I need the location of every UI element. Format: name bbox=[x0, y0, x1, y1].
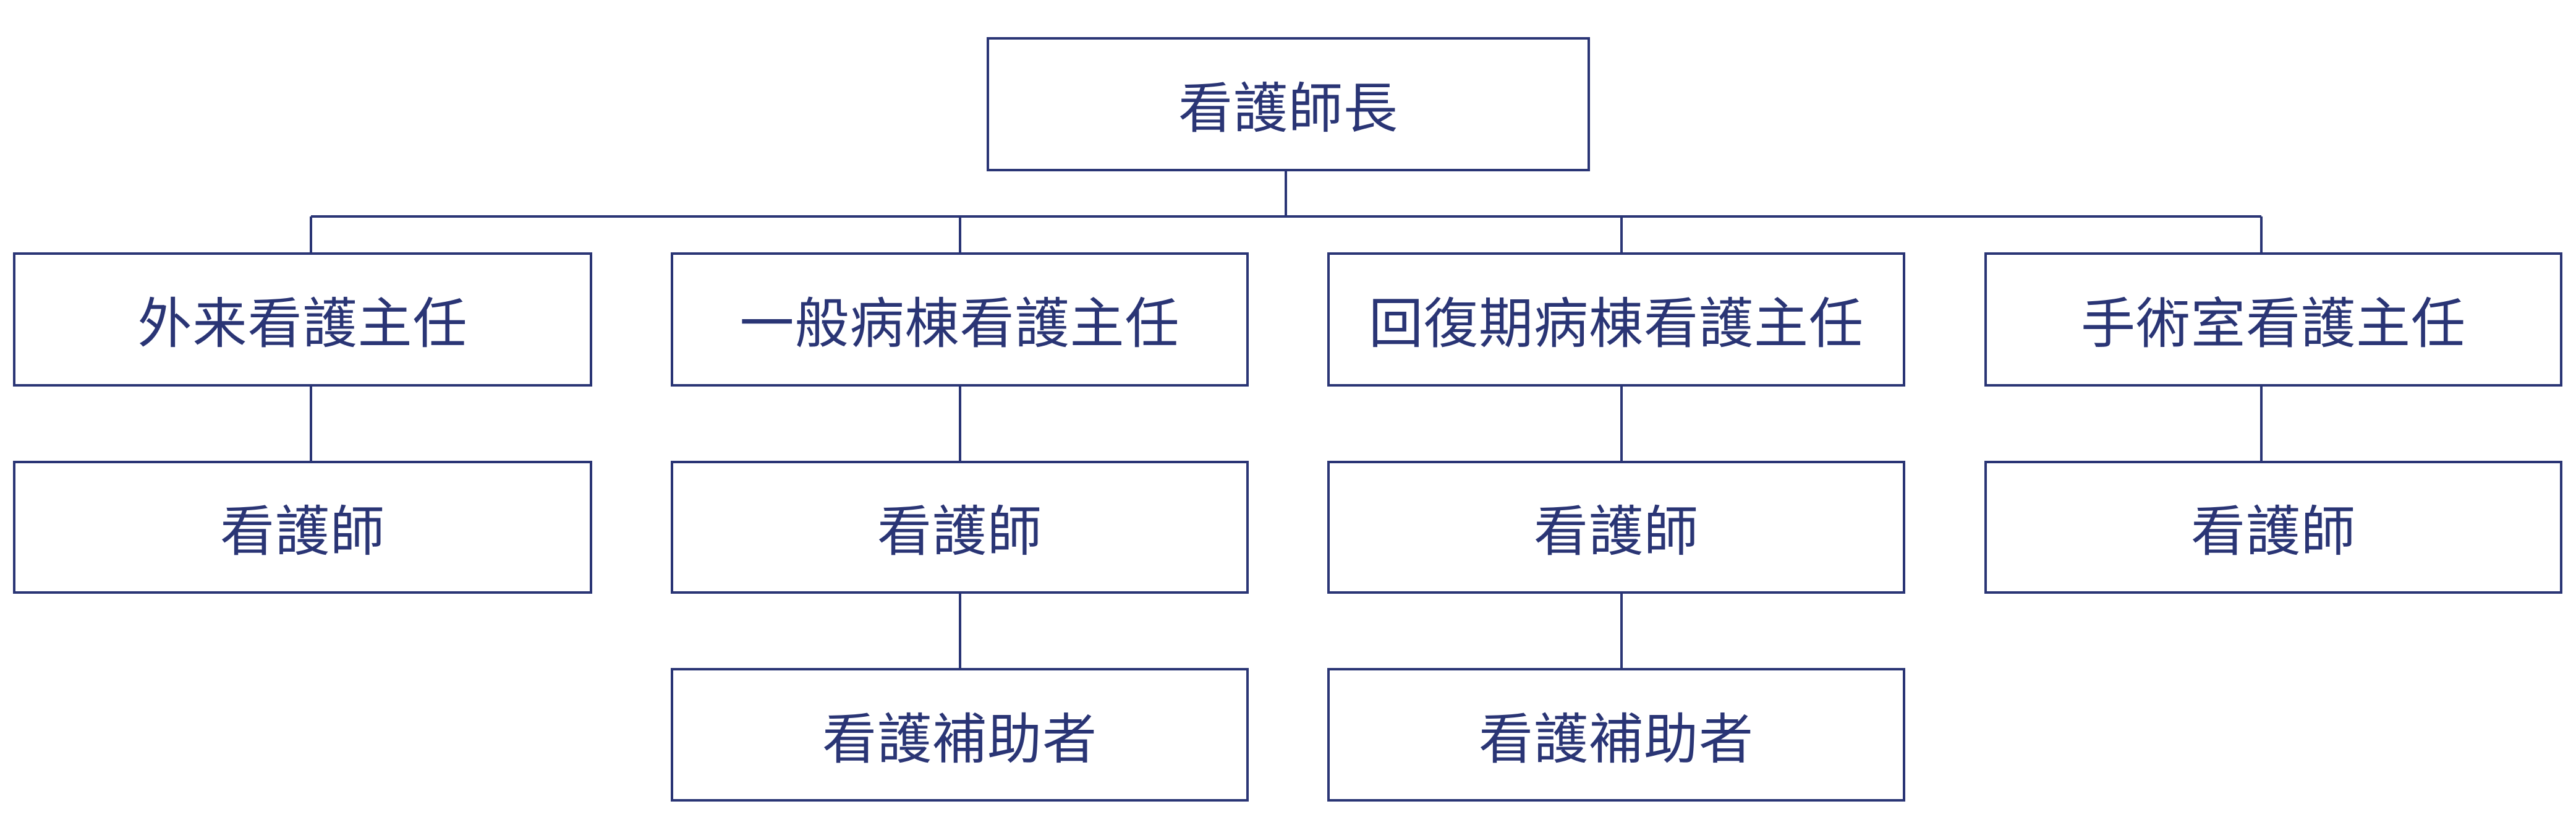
head-node-recovery-ward: 回復期病棟看護主任 bbox=[1327, 252, 1905, 387]
head-node-general-ward: 一般病棟看護主任 bbox=[671, 252, 1249, 387]
root-node-nursing-director: 看護師長 bbox=[987, 37, 1590, 171]
staff-node-recovery-ward-nurse: 看護師 bbox=[1327, 461, 1905, 594]
head-node-operating-room: 手術室看護主任 bbox=[1984, 252, 2562, 387]
staff-node-operating-room-nurse: 看護師 bbox=[1984, 461, 2562, 594]
head-node-outpatient: 外来看護主任 bbox=[13, 252, 592, 387]
staff-node-general-ward-assistant: 看護補助者 bbox=[671, 668, 1249, 802]
staff-node-outpatient-nurse: 看護師 bbox=[13, 461, 592, 594]
staff-node-general-ward-nurse: 看護師 bbox=[671, 461, 1249, 594]
staff-node-recovery-ward-assistant: 看護補助者 bbox=[1327, 668, 1905, 802]
